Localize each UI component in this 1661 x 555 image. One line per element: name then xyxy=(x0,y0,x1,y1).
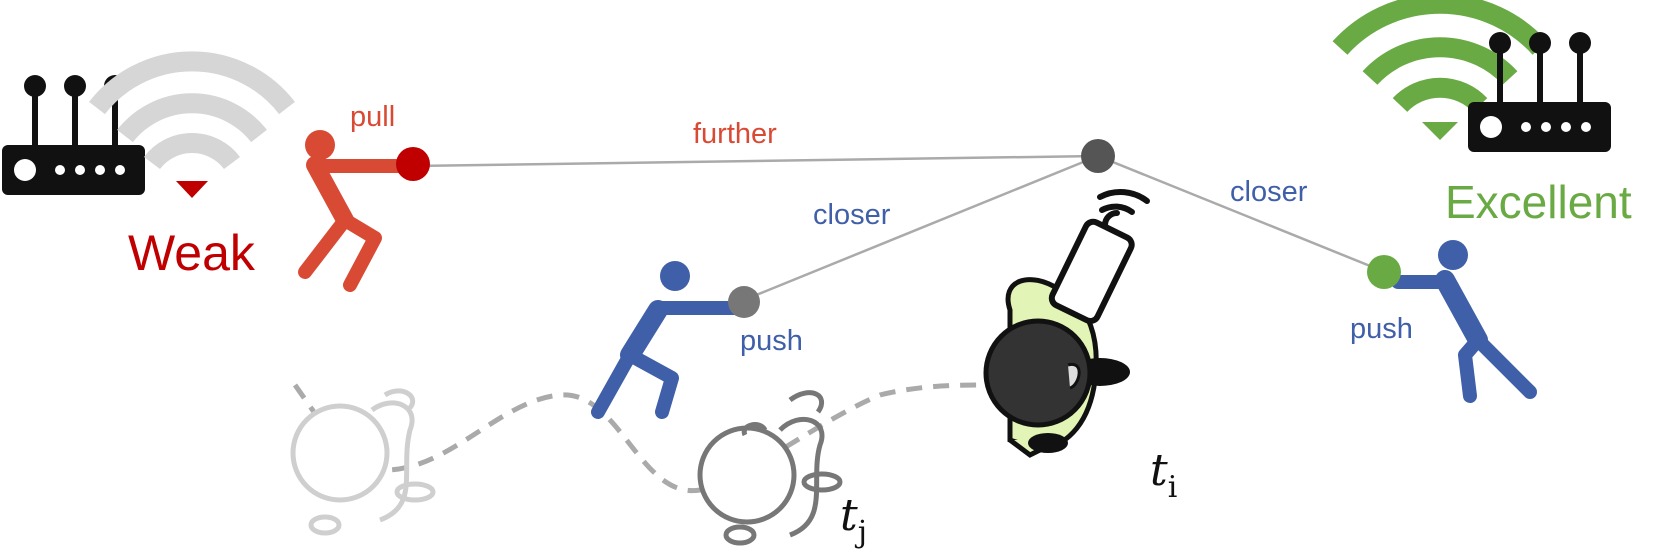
tj-label: tj xyxy=(840,490,867,550)
push-node-left xyxy=(728,286,760,318)
push-right-label: push xyxy=(1350,313,1413,345)
pull-label: pull xyxy=(350,101,395,133)
wifi-weak-icon xyxy=(89,51,295,170)
phone-user-top-view xyxy=(983,189,1150,458)
further-line xyxy=(412,154,1099,168)
router-left: Weak xyxy=(2,51,295,281)
pull-figure xyxy=(298,130,417,292)
pull-node xyxy=(396,147,430,181)
push-figure-right xyxy=(1391,240,1537,403)
phone-icon xyxy=(1048,218,1135,325)
closer-right-line xyxy=(1097,154,1381,272)
closer-left-label: closer xyxy=(813,199,891,231)
past-user-earliest-head xyxy=(290,403,390,503)
signal-strong-indicator xyxy=(1422,122,1458,140)
past-user-tj-head xyxy=(697,425,797,525)
push-node-right xyxy=(1367,255,1401,289)
connection-lines xyxy=(412,154,1381,302)
tj-base: t xyxy=(840,490,858,541)
push-figure-right-head xyxy=(1438,240,1468,270)
further-label: further xyxy=(693,118,777,150)
signal-weak-indicator xyxy=(176,181,208,198)
trajectory-path xyxy=(292,382,991,494)
excellent-label: Excellent xyxy=(1445,176,1632,228)
weak-label: Weak xyxy=(128,225,256,281)
wifi-strong-icon xyxy=(1332,0,1548,113)
pull-figure-head xyxy=(305,130,335,160)
past-user-earliest xyxy=(290,388,436,536)
closer-left-line xyxy=(743,154,1099,302)
router-icon xyxy=(1468,32,1611,152)
ti-sub: i xyxy=(1168,470,1178,505)
wifi-signal-icon xyxy=(1097,189,1150,228)
ti-label: ti xyxy=(1150,445,1177,505)
center-node xyxy=(1081,139,1115,173)
past-user-tj xyxy=(697,390,843,546)
phone-user-head xyxy=(983,318,1093,428)
push-figure-left xyxy=(591,261,742,419)
push-left-label: push xyxy=(740,325,803,357)
closer-right-label: closer xyxy=(1230,176,1308,208)
router-right: Excellent xyxy=(1332,0,1632,228)
tj-sub: j xyxy=(855,515,867,550)
push-figure-left-head xyxy=(660,261,690,291)
ti-base: t xyxy=(1150,445,1168,496)
